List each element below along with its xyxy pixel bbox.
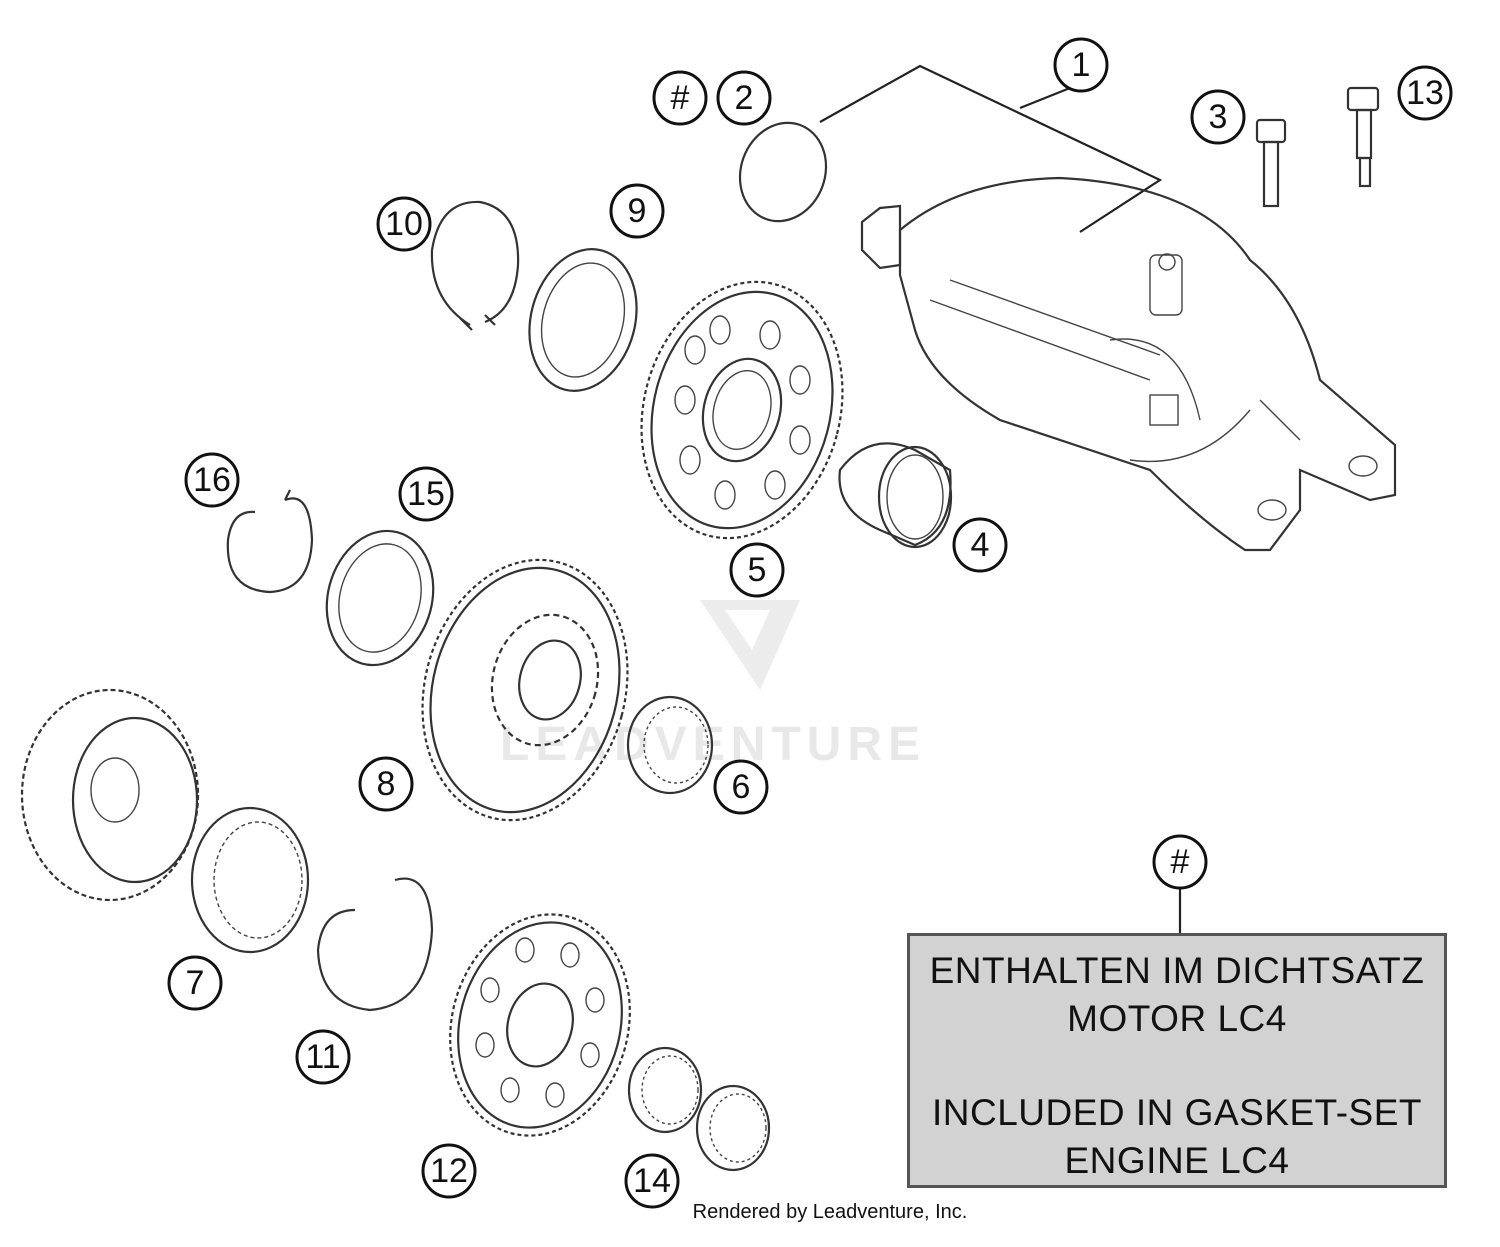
washer-part-15 bbox=[325, 529, 435, 667]
svg-text:11: 11 bbox=[305, 1038, 340, 1076]
svg-text:10: 10 bbox=[385, 205, 423, 243]
svg-text:#: # bbox=[671, 79, 690, 117]
svg-text:6: 6 bbox=[732, 768, 751, 806]
svg-text:5: 5 bbox=[748, 551, 767, 589]
callout-10: 10 bbox=[376, 196, 432, 252]
o-ring-part-2 bbox=[738, 121, 828, 223]
gear-part-5 bbox=[640, 280, 844, 540]
svg-text:9: 9 bbox=[628, 192, 647, 230]
svg-text:12: 12 bbox=[430, 1152, 468, 1190]
svg-text:14: 14 bbox=[633, 1162, 671, 1200]
callout-15: 15 bbox=[398, 466, 454, 522]
gear-part-12 bbox=[449, 913, 631, 1137]
callout-13: 13 bbox=[1397, 65, 1453, 121]
callout-4: 4 bbox=[952, 517, 1008, 573]
bearing-part-4 bbox=[838, 442, 953, 549]
callout-12: 12 bbox=[421, 1143, 477, 1199]
bolt-part-13 bbox=[1346, 86, 1380, 188]
svg-text:13: 13 bbox=[1406, 74, 1444, 112]
circlip-part-11 bbox=[316, 877, 434, 1012]
callout-16: 16 bbox=[184, 452, 240, 508]
circlip-part-10 bbox=[430, 200, 520, 331]
gear-part-8 bbox=[421, 558, 629, 822]
callout-7: 7 bbox=[167, 955, 223, 1011]
svg-text:2: 2 bbox=[735, 79, 754, 117]
callout-14: 14 bbox=[624, 1153, 680, 1209]
svg-text:7: 7 bbox=[186, 964, 205, 1002]
bearing-ring-part-7 bbox=[190, 806, 310, 954]
callout-hash-note: # bbox=[1152, 834, 1208, 890]
callout-3: 3 bbox=[1190, 89, 1246, 145]
bolt-part-3 bbox=[1255, 118, 1287, 208]
note-line-4: ENGINE LC4 bbox=[1064, 1140, 1290, 1181]
gasket-set-note-box: ENTHALTEN IM DICHTSATZ MOTOR LC4 INCLUDE… bbox=[907, 933, 1447, 1188]
callout-6: 6 bbox=[713, 759, 769, 815]
starter-motor-part-1 bbox=[860, 176, 1397, 552]
washer-part-9 bbox=[528, 248, 638, 392]
note-line-3: INCLUDED IN GASKET-SET bbox=[931, 1092, 1423, 1133]
svg-text:15: 15 bbox=[407, 475, 445, 513]
callout-2: 2 bbox=[716, 70, 772, 126]
svg-text:#: # bbox=[1171, 843, 1190, 881]
svg-text:8: 8 bbox=[377, 765, 396, 803]
leader-part-1-callout bbox=[1019, 86, 1071, 110]
circlip-part-16 bbox=[226, 489, 314, 594]
svg-text:4: 4 bbox=[971, 526, 990, 564]
callout-8: 8 bbox=[358, 756, 414, 812]
svg-text:16: 16 bbox=[193, 461, 231, 499]
note-line-2: MOTOR LC4 bbox=[1067, 998, 1287, 1039]
svg-text:3: 3 bbox=[1209, 98, 1228, 136]
callout-11: 11 bbox=[295, 1029, 351, 1085]
helical-gear-part-7a bbox=[20, 688, 200, 902]
needle-bearing-part-6 bbox=[626, 695, 714, 795]
callout-9: 9 bbox=[609, 183, 665, 239]
callout-5: 5 bbox=[729, 542, 785, 598]
footer-attribution: Rendered by Leadventure, Inc. bbox=[692, 1201, 968, 1223]
needle-bearings-part-14 bbox=[627, 1046, 771, 1172]
callout-hash-top: # bbox=[652, 70, 708, 126]
note-line-1: ENTHALTEN IM DICHTSATZ bbox=[929, 950, 1425, 991]
leader-part-1 bbox=[819, 64, 1163, 233]
svg-text:1: 1 bbox=[1072, 46, 1091, 84]
callout-1: 1 bbox=[1053, 37, 1109, 93]
